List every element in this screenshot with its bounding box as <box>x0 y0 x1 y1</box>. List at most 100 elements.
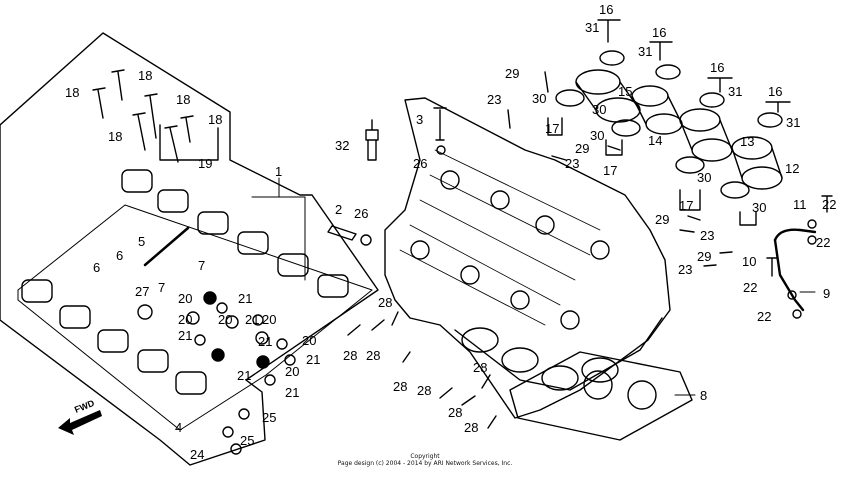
part-label: 21 <box>306 352 320 367</box>
part-label: 32 <box>335 138 349 153</box>
part-label: 18 <box>176 92 190 107</box>
part-label: 6 <box>116 248 123 263</box>
rocker-arm-6 <box>317 274 349 298</box>
part-label: 23 <box>487 92 501 107</box>
part-label: 17 <box>545 121 559 136</box>
part-label: 20 <box>178 291 192 306</box>
part-label: 20 <box>285 364 299 379</box>
leader-part-1 <box>251 177 306 281</box>
bracket-17-c <box>679 189 701 211</box>
part-label: 21 <box>245 312 259 327</box>
part-label: 16 <box>768 84 782 99</box>
bolt-18-a <box>111 69 125 101</box>
bore-1 <box>461 327 499 353</box>
part-label: 21 <box>238 291 252 306</box>
part-label: 5 <box>138 234 145 249</box>
part-label: 28 <box>417 383 431 398</box>
seal-26-a <box>436 145 446 155</box>
rocker-arm-2 <box>157 189 189 213</box>
bracket-16-c <box>707 77 733 93</box>
clamp-30-c <box>675 156 705 174</box>
part-label: 2 <box>335 202 342 217</box>
part-label: 30 <box>592 102 606 117</box>
part-label: 18 <box>138 68 152 83</box>
rocker-arm-7 <box>21 279 53 303</box>
cylinder-head-cams <box>399 149 601 326</box>
part-label: 16 <box>710 60 724 75</box>
part-label: 10 <box>742 254 756 269</box>
fwd-arrow: FWD <box>58 398 102 435</box>
cylinder-head-outline <box>384 97 671 419</box>
part-labels: 1 2 3 4 5 6 6 7 7 8 9 10 11 12 13 14 15 … <box>65 2 836 462</box>
part-label: 20 <box>218 312 232 327</box>
part-label: 7 <box>198 258 205 273</box>
part-label: 17 <box>603 163 617 178</box>
part-label: 23 <box>565 156 579 171</box>
part-label: 20 <box>302 333 316 348</box>
part-label: 19 <box>198 156 212 171</box>
shim-20-c <box>225 315 239 329</box>
part-label: 22 <box>822 197 836 212</box>
shim-21-f <box>264 374 276 386</box>
dowel-28-f <box>461 395 476 406</box>
bracket-16-b <box>649 41 673 61</box>
clamp-31-a <box>599 50 625 66</box>
part-label: 3 <box>416 112 423 127</box>
rocker-arm-9 <box>97 329 129 353</box>
part-label: 29 <box>697 249 711 264</box>
rocker-arm-8 <box>59 305 91 329</box>
shim-21-d <box>276 338 288 350</box>
shim-20-b <box>186 311 200 325</box>
cam-boss-8 <box>560 310 580 330</box>
oil-pipe-washer-c <box>787 290 797 300</box>
clamp-31-d <box>757 112 783 128</box>
dowel-28-d <box>402 351 411 363</box>
rocker-arm-5 <box>277 253 309 277</box>
bracket-17-d <box>739 211 757 226</box>
bolt-18-c <box>144 93 158 139</box>
dowel-28-h <box>487 415 497 429</box>
rocker-arm-3 <box>197 211 229 235</box>
group-frame-inner <box>17 204 373 431</box>
bracket-16-a <box>597 19 621 43</box>
part-label: 16 <box>652 25 666 40</box>
part-label: 12 <box>785 161 799 176</box>
shim-20-d <box>255 331 269 345</box>
part-label: 18 <box>108 129 122 144</box>
rocker-arm-11 <box>175 371 207 395</box>
head-gasket <box>509 351 693 441</box>
oil-pipe-washer-d <box>792 309 802 319</box>
part-label: 14 <box>648 133 662 148</box>
bolt-29-b <box>607 145 621 151</box>
cap-24 <box>230 443 242 455</box>
gasket-bore-2 <box>627 380 657 410</box>
part-label: 22 <box>757 309 771 324</box>
gasket-bore-1 <box>583 370 613 400</box>
oil-pipe <box>773 238 805 312</box>
dowel-28-c <box>391 311 399 326</box>
part-label: 21 <box>178 328 192 343</box>
part-label: 24 <box>190 447 204 462</box>
part-label: 18 <box>208 112 222 127</box>
part-label: 18 <box>65 85 79 100</box>
rocker-arm-4 <box>237 231 269 255</box>
plug-tube-2 <box>327 225 357 241</box>
bolt-23-b <box>551 155 567 161</box>
part-label: 30 <box>590 128 604 143</box>
part-label: 13 <box>740 134 754 149</box>
bolt-19 <box>164 125 179 163</box>
copyright-notice: Page design (c) 2004 - 2014 by ARI Netwo… <box>337 460 513 467</box>
shim-21-a <box>216 302 228 314</box>
part-label: 28 <box>464 420 478 435</box>
part-label: 28 <box>473 360 487 375</box>
dowel-28-b <box>371 319 385 331</box>
part-label: 31 <box>638 44 652 59</box>
part-label: 11 <box>793 197 807 212</box>
part-label: 25 <box>240 433 254 448</box>
bolt-29-c <box>687 215 701 221</box>
bolt-18-e <box>180 115 194 143</box>
part-label: 31 <box>786 115 800 130</box>
cam-boss-1 <box>440 170 460 190</box>
